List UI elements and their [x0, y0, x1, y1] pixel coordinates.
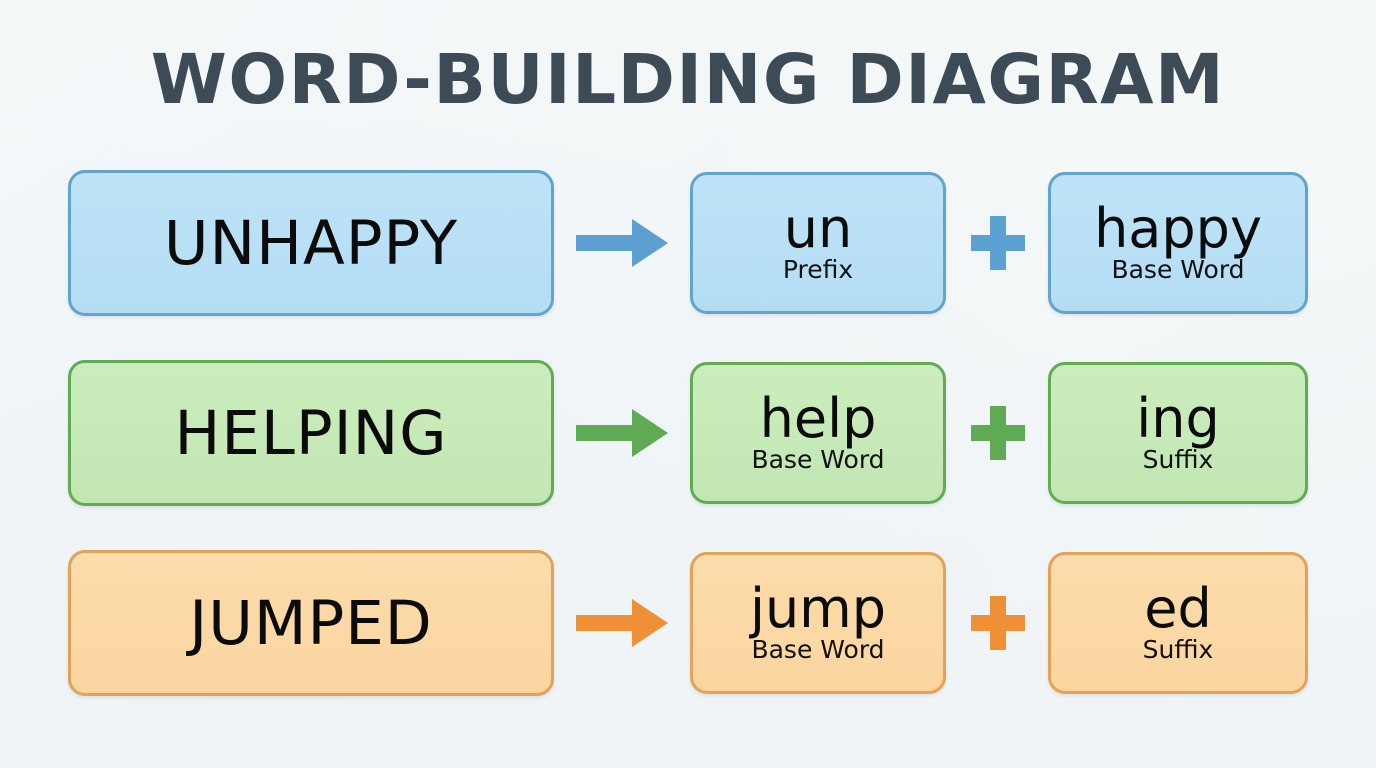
page-title: WORD-BUILDING DIAGRAM: [150, 40, 1226, 120]
word-row-jumped: JUMPED jump Base Word ed Suffix: [0, 546, 1376, 696]
word-part-text: un: [783, 197, 853, 260]
word-part-box-suffix[interactable]: ed Suffix: [1048, 552, 1308, 694]
word-part-text: jump: [749, 577, 887, 640]
word-part-text: ing: [1136, 387, 1220, 450]
word-part-box-suffix[interactable]: ing Suffix: [1048, 362, 1308, 504]
whole-word-box[interactable]: UNHAPPY: [68, 170, 554, 316]
whole-word-box[interactable]: HELPING: [68, 360, 554, 506]
word-part-text: ed: [1144, 577, 1212, 640]
word-part-role: Prefix: [782, 255, 854, 284]
word-part-role: Base Word: [1111, 255, 1245, 284]
word-part-box-base[interactable]: jump Base Word: [690, 552, 946, 694]
word-part-text: happy: [1094, 197, 1262, 260]
word-part-box-base[interactable]: help Base Word: [690, 362, 946, 504]
word-part-text: help: [759, 387, 877, 450]
word-row-unhappy: UNHAPPY un Prefix happy Base Word: [0, 166, 1376, 316]
word-part-role: Base Word: [751, 635, 885, 664]
whole-word-label: JUMPED: [189, 587, 433, 659]
plus-icon: [971, 216, 1025, 270]
arrow-right-icon: [576, 409, 668, 457]
whole-word-label: UNHAPPY: [163, 207, 459, 279]
word-part-box-base[interactable]: happy Base Word: [1048, 172, 1308, 314]
plus-icon: [971, 596, 1025, 650]
word-part-role: Suffix: [1142, 445, 1214, 474]
word-part-box-prefix[interactable]: un Prefix: [690, 172, 946, 314]
word-part-role: Base Word: [751, 445, 885, 474]
word-part-role: Suffix: [1142, 635, 1214, 664]
arrow-right-icon: [576, 219, 668, 267]
word-row-helping: HELPING help Base Word ing Suffix: [0, 356, 1376, 506]
arrow-right-icon: [576, 599, 668, 647]
whole-word-box[interactable]: JUMPED: [68, 550, 554, 696]
whole-word-label: HELPING: [174, 397, 448, 469]
plus-icon: [971, 406, 1025, 460]
